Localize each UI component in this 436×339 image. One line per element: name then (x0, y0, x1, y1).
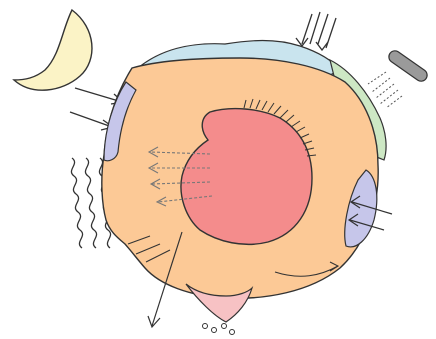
shower-head-icon (368, 48, 429, 108)
moon-icon (14, 10, 92, 90)
bottom-droplets (203, 324, 235, 335)
rain-arrows-top (296, 12, 336, 50)
